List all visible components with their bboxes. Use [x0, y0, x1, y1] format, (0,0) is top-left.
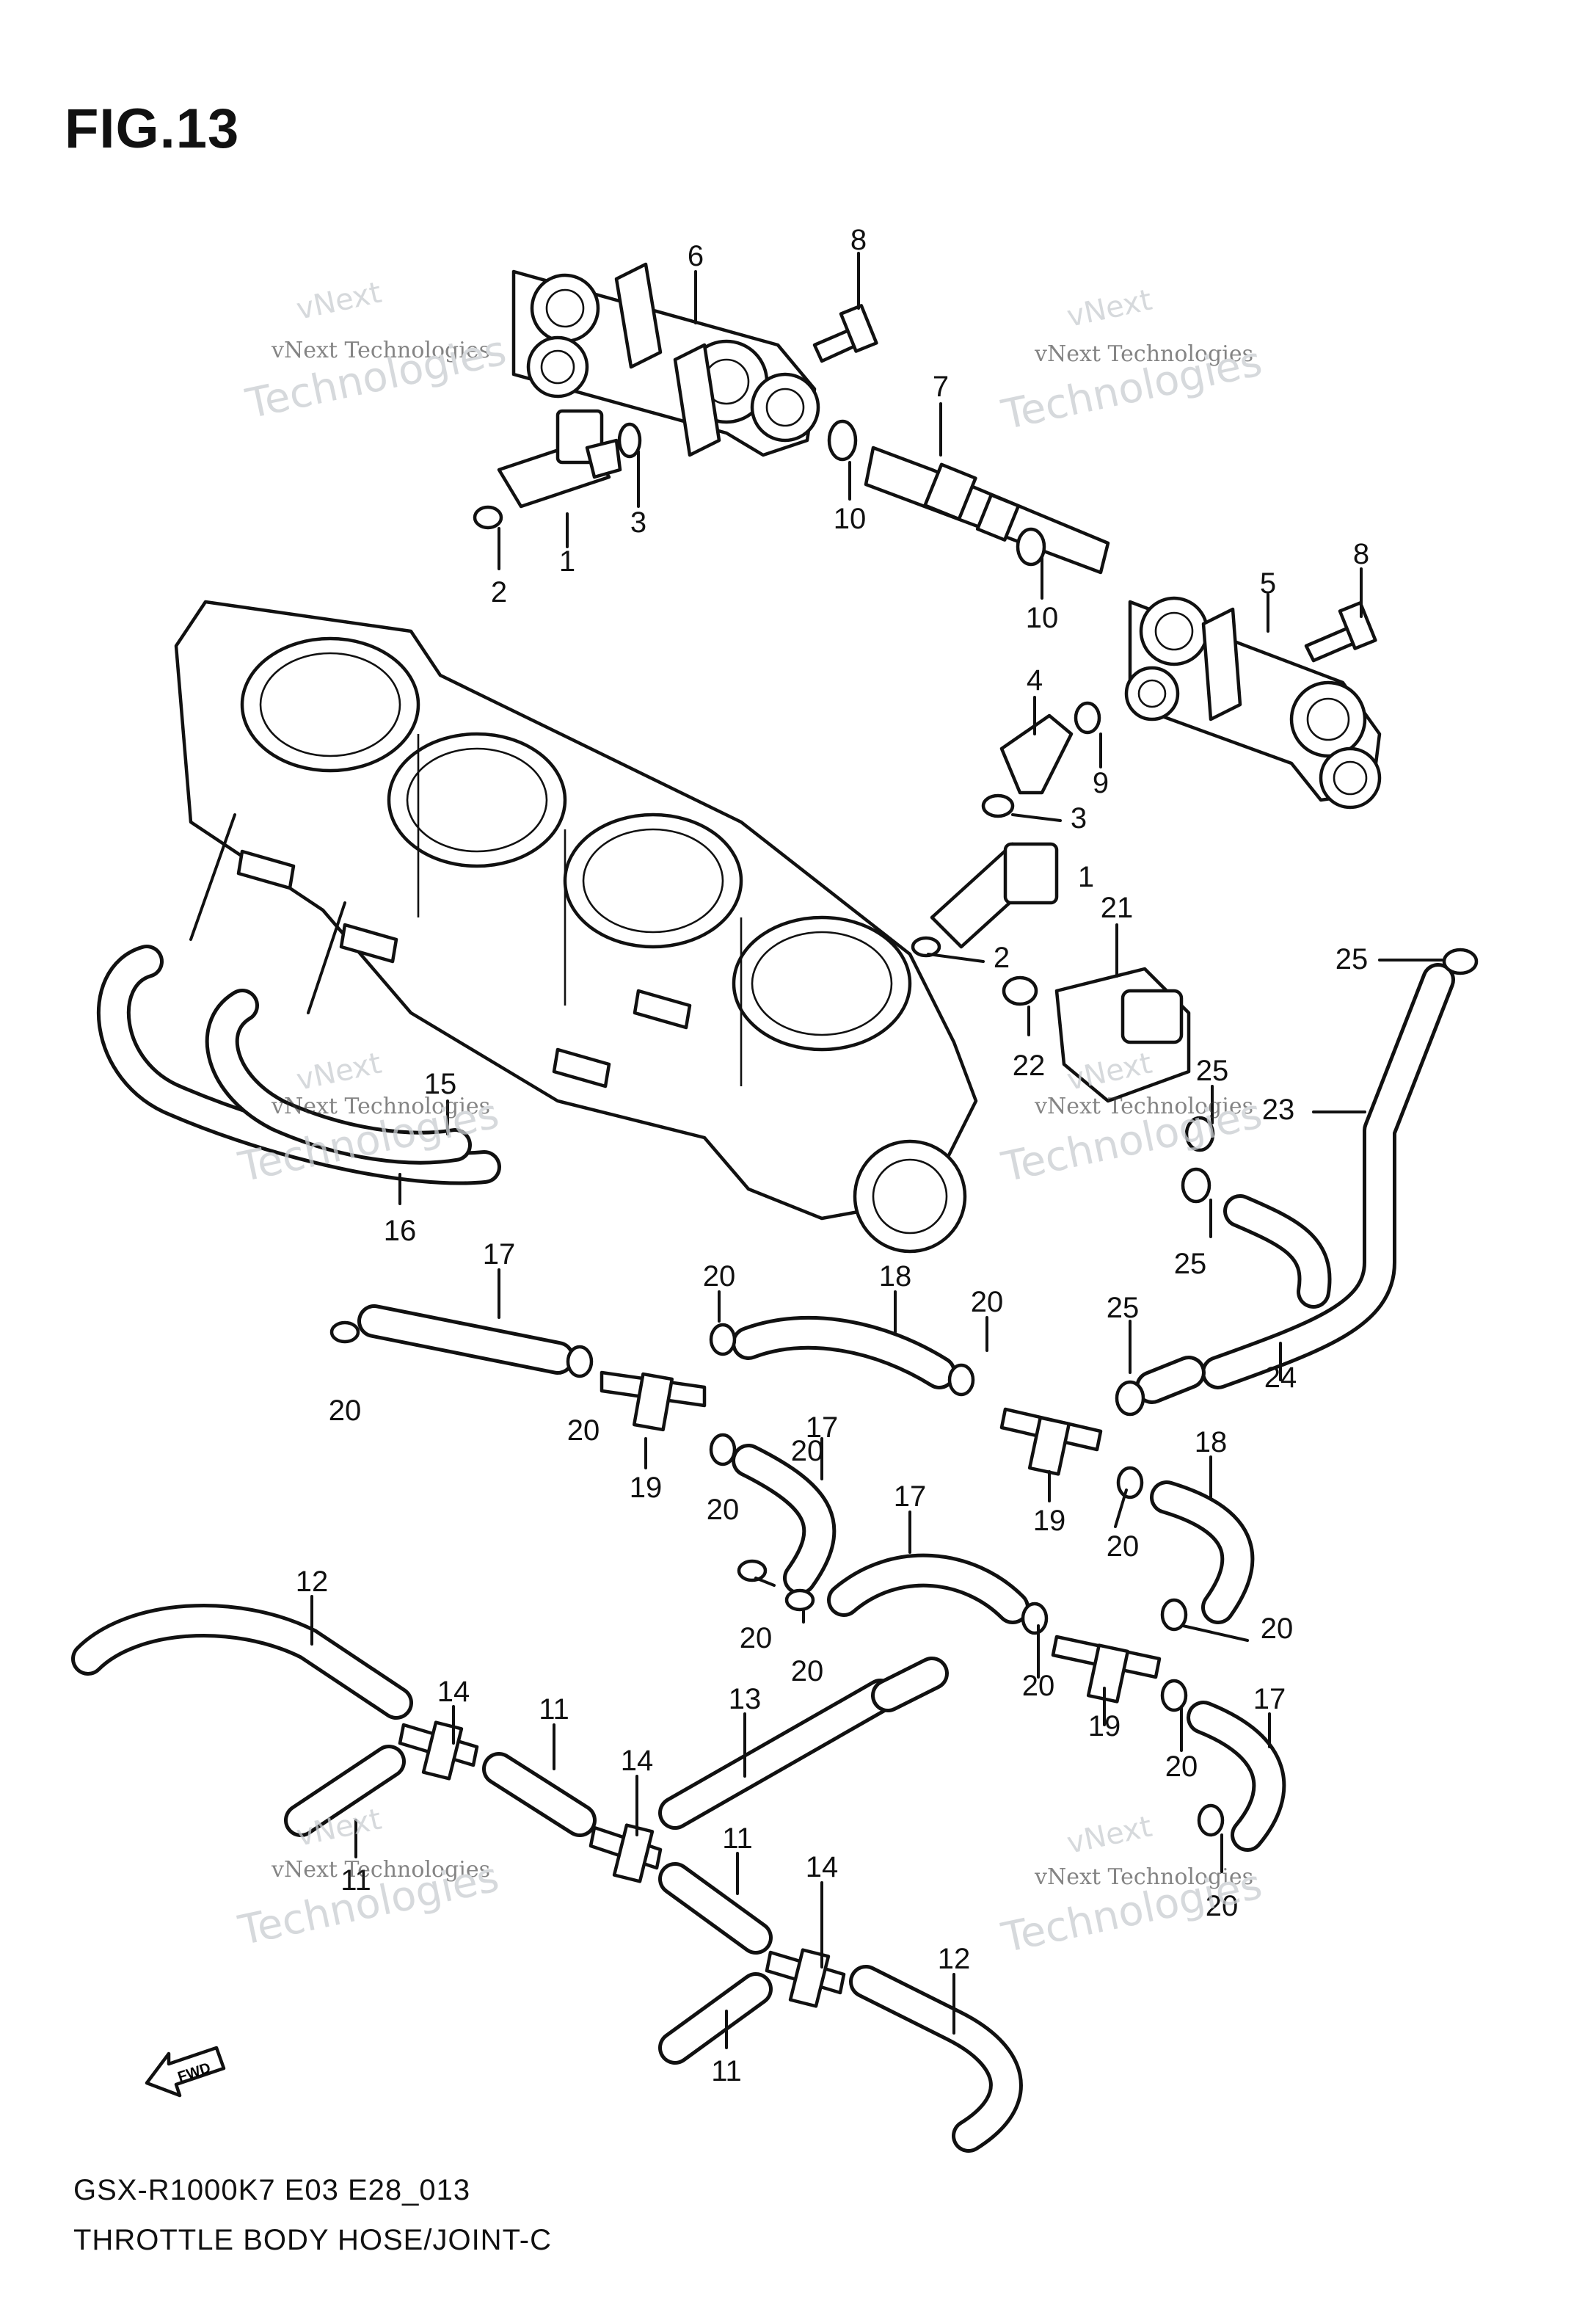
- model-code: GSX-R1000K7 E03 E28_013: [73, 2174, 471, 2206]
- callout-24: 24: [1264, 1362, 1297, 1394]
- callout-1-lower: 1: [1078, 861, 1094, 893]
- callout-14-c: 14: [806, 1851, 839, 1883]
- callout-11-d: 11: [711, 2055, 742, 2087]
- callout-13: 13: [729, 1683, 762, 1715]
- callout-19-a: 19: [630, 1472, 663, 1504]
- callout-20-g: 20: [740, 1622, 773, 1654]
- vacuum-hoses: [357, 1304, 1286, 1852]
- clamps-20: [329, 1320, 1225, 1837]
- callout-20-a: 20: [703, 1260, 736, 1293]
- leader-lines: [310, 252, 1443, 2049]
- tee-joints-14: [398, 1720, 846, 2008]
- callout-11-a: 11: [539, 1693, 569, 1726]
- figure-title: FIG.13: [65, 98, 240, 160]
- callout-20-b: 20: [971, 1286, 1004, 1318]
- callout-18-a: 18: [879, 1260, 912, 1293]
- diagram-title: THROTTLE BODY HOSE/JOINT-C: [73, 2224, 552, 2256]
- callout-4: 4: [1027, 664, 1043, 697]
- callout-2-lower: 2: [994, 942, 1010, 974]
- callout-8-lower: 8: [1353, 538, 1369, 570]
- callout-23: 23: [1262, 1094, 1295, 1126]
- callout-10-lower: 10: [1026, 602, 1059, 634]
- callout-7: 7: [933, 371, 949, 403]
- bolt-8-upper: [812, 304, 878, 363]
- callout-5: 5: [1260, 567, 1276, 600]
- callout-3-upper: 3: [630, 506, 646, 539]
- callout-12-a: 12: [296, 1566, 329, 1598]
- tee-joints-19: [600, 1370, 1162, 1704]
- callout-8-upper: 8: [850, 224, 867, 256]
- fuel-delivery-pipe-5: [1124, 596, 1382, 810]
- clips-25: [1115, 948, 1479, 1417]
- callout-20-l: 20: [1206, 1890, 1239, 1922]
- callout-17-d: 17: [1253, 1683, 1286, 1715]
- callout-20-e: 20: [707, 1494, 740, 1526]
- callout-14-b: 14: [621, 1745, 654, 1777]
- callout-19-c: 19: [1088, 1710, 1121, 1742]
- callout-11-c: 11: [340, 1864, 371, 1897]
- solenoid-valve-21: [1002, 967, 1191, 1103]
- lower-hoses: [71, 1604, 1023, 2153]
- callout-2-upper: 2: [491, 576, 507, 608]
- callout-19-b: 19: [1033, 1505, 1066, 1537]
- callout-20-i: 20: [1022, 1670, 1055, 1702]
- callout-16: 16: [384, 1215, 417, 1247]
- callout-labels: 8 6 7 3 1 2 10 10 5 8 4 9 3 1 21 2 25 22…: [296, 224, 1369, 2087]
- callout-20-m: 20: [791, 1435, 824, 1467]
- fuel-delivery-pipe-6: [511, 262, 820, 457]
- callout-15: 15: [424, 1068, 457, 1100]
- callout-20-c: 20: [329, 1395, 362, 1427]
- callout-25-low: 25: [1174, 1248, 1207, 1280]
- callout-25-hose: 25: [1107, 1292, 1140, 1324]
- callout-20-k: 20: [1165, 1751, 1198, 1783]
- callout-20-f: 20: [1107, 1530, 1140, 1563]
- callout-25-top: 25: [1336, 943, 1369, 975]
- fuel-injector-1-lower: [911, 701, 1101, 958]
- callout-18-b: 18: [1195, 1426, 1228, 1458]
- hose-23-24: [1135, 963, 1455, 1404]
- callout-22: 22: [1013, 1050, 1046, 1082]
- callout-17-c: 17: [894, 1480, 927, 1513]
- callout-25-mid: 25: [1196, 1055, 1229, 1087]
- fuel-injector-1-upper: [473, 409, 642, 530]
- callout-20-j: 20: [1261, 1613, 1294, 1645]
- callout-20-d: 20: [567, 1414, 600, 1447]
- callout-12-b: 12: [938, 1943, 971, 1975]
- callout-6: 6: [688, 240, 704, 272]
- callout-14-a: 14: [437, 1676, 470, 1708]
- callout-20-h: 20: [791, 1655, 824, 1687]
- callout-1-upper: 1: [559, 545, 575, 578]
- callout-17-a: 17: [483, 1238, 516, 1270]
- hose-15-16: [96, 945, 501, 1185]
- fwd-arrow-icon: FWD: [145, 2046, 226, 2098]
- callout-9: 9: [1093, 767, 1109, 799]
- callout-21: 21: [1101, 892, 1134, 924]
- throttle-body-assembly: [174, 600, 978, 1254]
- callout-3-lower: 3: [1071, 802, 1087, 835]
- callout-17-b: 17: [806, 1411, 839, 1444]
- callout-11-b: 11: [722, 1822, 753, 1855]
- fuel-pipe-7: [827, 419, 1110, 575]
- bolt-8-lower: [1304, 601, 1377, 663]
- callout-10-upper: 10: [834, 503, 867, 535]
